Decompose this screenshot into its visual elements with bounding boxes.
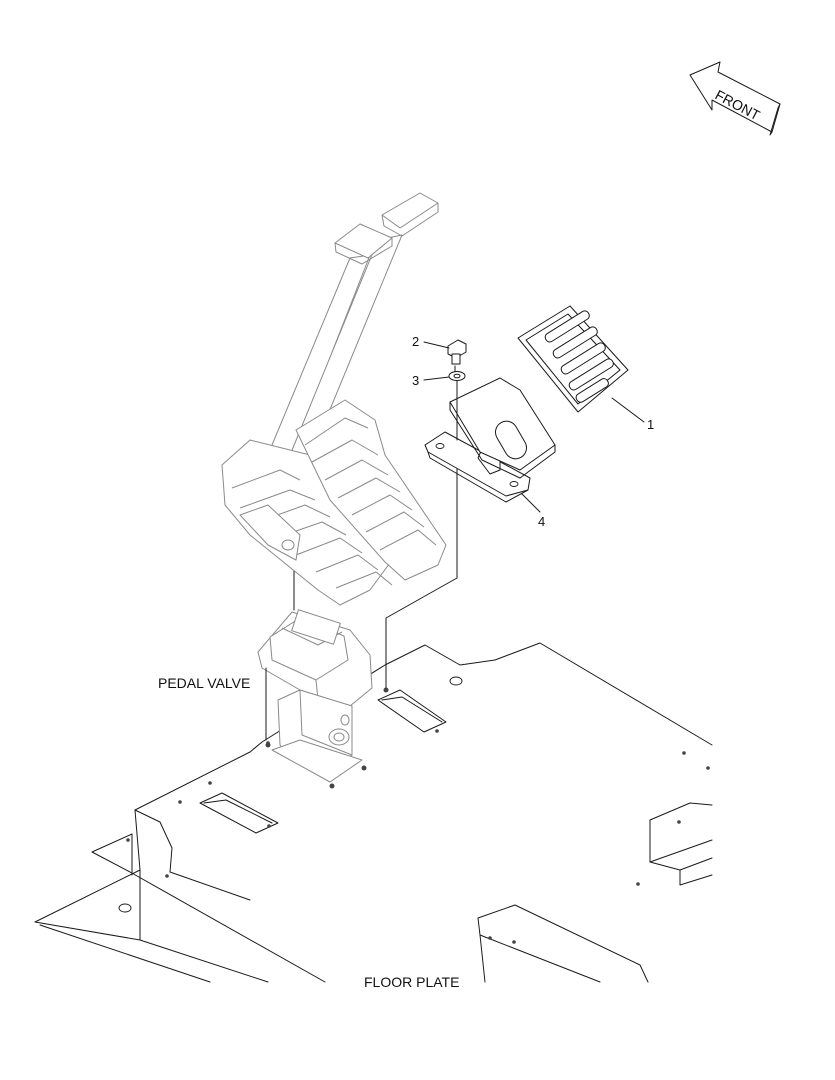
pedal-slot: [495, 420, 527, 460]
part-3-washer: [448, 371, 466, 441]
pedal-plate: [449, 377, 556, 479]
pedal-valve: [257, 609, 389, 789]
floor-hole: [449, 676, 463, 686]
callout-number: 3: [412, 373, 419, 388]
floor-slot-left: [199, 792, 279, 834]
callout-3: 3: [412, 373, 450, 388]
callout-number: 1: [647, 417, 654, 432]
travel-pedal-lever: [221, 192, 447, 606]
callout-number: 4: [538, 514, 545, 529]
callout-4: 4: [521, 493, 545, 529]
callout-2: 2: [412, 334, 450, 349]
pedal-valve-label: PEDAL VALVE: [158, 675, 250, 691]
floor-hole: [118, 903, 132, 913]
floor-plate: [34, 642, 713, 983]
callout-1: 1: [611, 397, 654, 432]
assembly-leader-lines: [265, 439, 458, 741]
part-2-bolt: [447, 339, 467, 376]
floor-slot-center: [377, 689, 447, 733]
callout-number: 2: [412, 334, 419, 349]
floor-plate-label: FLOOR PLATE: [364, 974, 459, 990]
part-1-pedal-pad: [517, 305, 629, 413]
front-direction-arrow: FRONT: [689, 61, 781, 136]
